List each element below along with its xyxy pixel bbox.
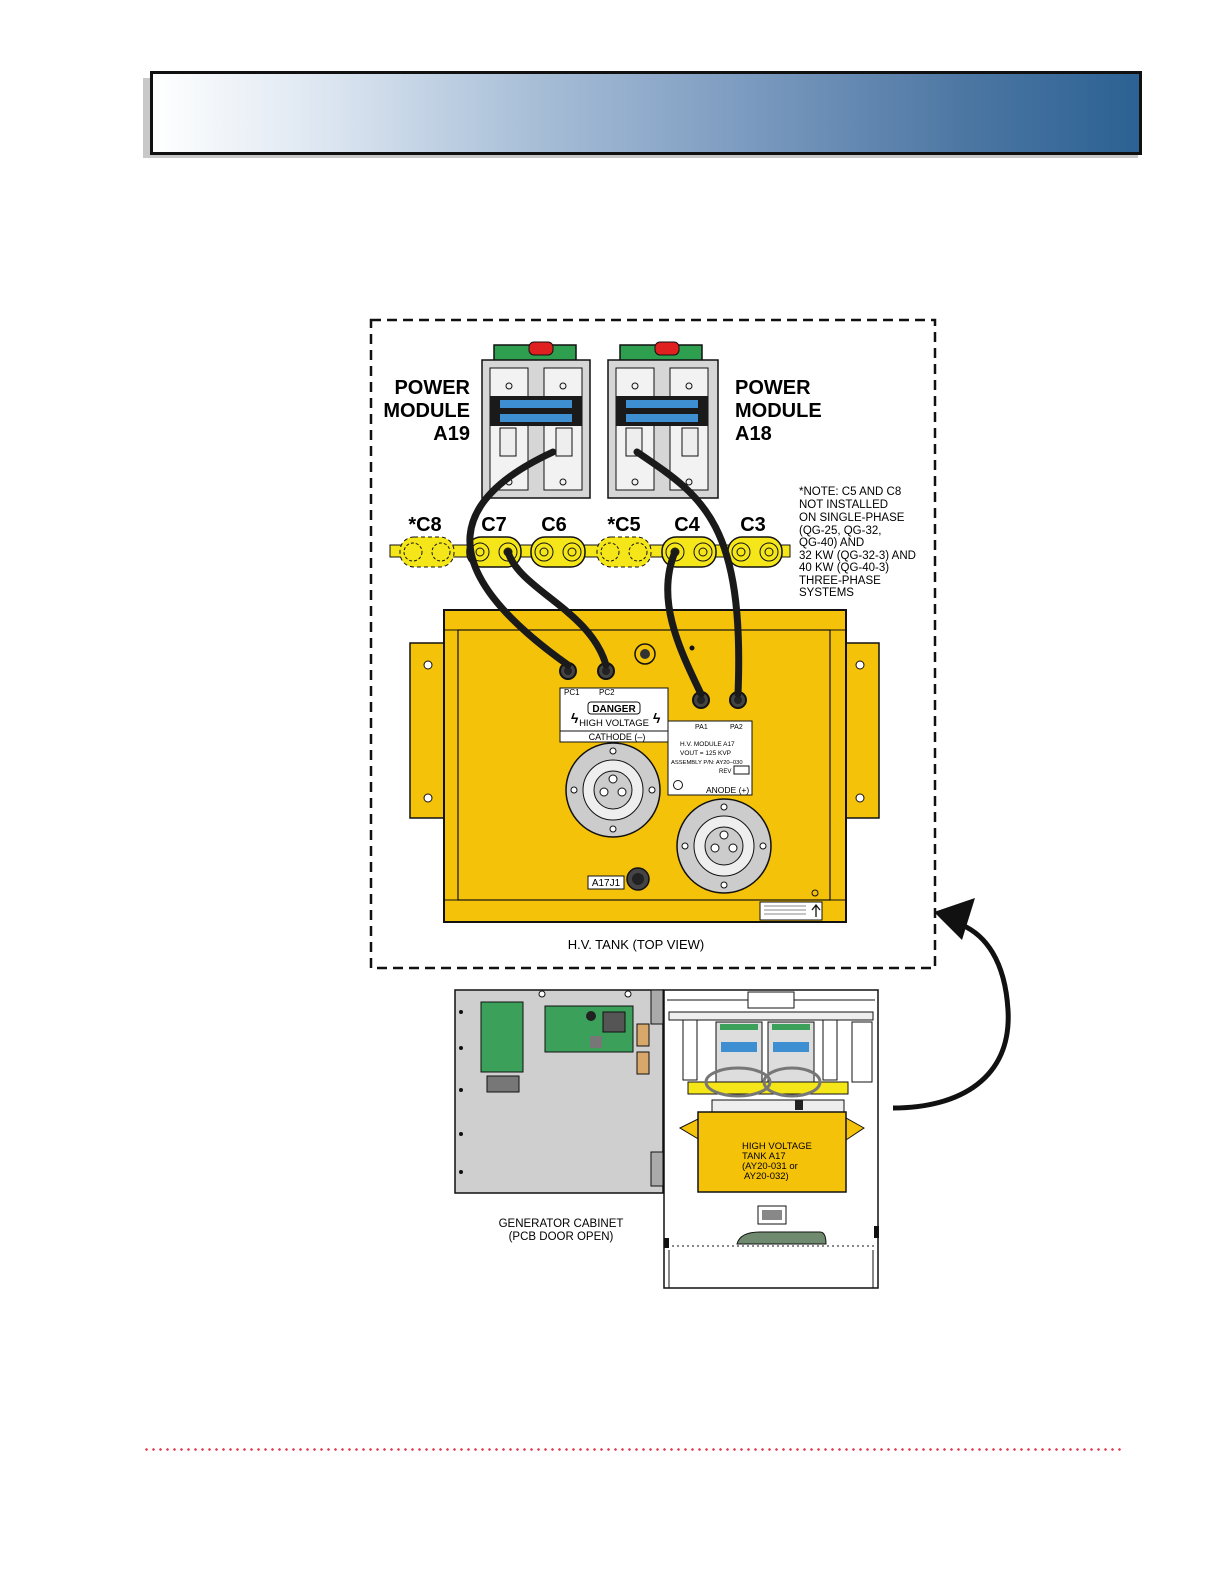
capacitor-label-c6: C6	[541, 514, 567, 536]
cable-a19-pc1	[466, 448, 572, 669]
module-info-line: ASSEMBLY P/N: AY20–030	[671, 760, 743, 766]
hv-tank-label-line: AY20-032)	[744, 1171, 789, 1182]
module-info-line: VOUT = 125 KVP	[680, 750, 731, 757]
note-line: ON SINGLE-PHASE	[799, 512, 905, 524]
note-line: *NOTE: C5 AND C8	[799, 486, 901, 498]
note-line: NOT INSTALLED	[799, 499, 888, 511]
note-line: 40 KW (QG-40-3)	[799, 562, 889, 574]
capacitor-c3	[727, 536, 783, 568]
note-line: THREE-PHASE	[799, 575, 881, 587]
a19-label-line1: POWER	[394, 377, 470, 399]
capacitor-label-c8: *C8	[408, 514, 441, 536]
cathode-label-plate: DANGER HIGH VOLTAGE ϟ ϟ CATHODE (–)	[559, 687, 669, 743]
generator-cabinet	[663, 989, 879, 1289]
pc2-label: PC2	[599, 688, 615, 697]
cabinet-caption-line2: (PCB DOOR OPEN)	[509, 1231, 614, 1243]
cable-c7-pc2	[504, 548, 610, 669]
note-line: 32 KW (QG-32-3) AND	[799, 550, 916, 562]
a19-label-line2: MODULE	[383, 400, 470, 422]
note-line: QG-40) AND	[799, 537, 864, 549]
hv-tank-label-line: HIGH VOLTAGE	[742, 1141, 812, 1152]
hv-cables	[466, 448, 743, 698]
callout-arrow	[892, 922, 1011, 1111]
cathode-receptacle	[565, 742, 661, 838]
capacitor-label-c4: C4	[674, 514, 700, 536]
footer-dotted-rule	[143, 1448, 1123, 1451]
tank-caption: H.V. TANK (TOP VIEW)	[568, 937, 705, 952]
danger-text: DANGER	[592, 704, 636, 715]
a17j1-label: A17J1	[592, 878, 621, 889]
capacitor-c6	[530, 536, 586, 568]
capacitor-label-c3: C3	[740, 514, 766, 536]
pcb-door	[454, 989, 664, 1194]
module-info-line: REV	[719, 769, 731, 775]
capacitor-c8	[399, 536, 455, 568]
pa1-label: PA1	[695, 724, 708, 731]
a18-label-line1: POWER	[735, 377, 811, 399]
cable-c4-pa1	[664, 548, 705, 698]
anode-receptacle	[676, 798, 772, 894]
a18-label-line3: A18	[735, 423, 772, 445]
note-line: (QG-25, QG-32,	[799, 525, 881, 537]
ground-icon	[673, 780, 683, 790]
capacitor-label-c7: C7	[481, 514, 507, 536]
capacitor-note: *NOTE: C5 AND C8 NOT INSTALLED ON SINGLE…	[799, 486, 916, 599]
note-line: SYSTEMS	[799, 587, 854, 599]
power-module-a19	[481, 341, 591, 499]
lightning-icon: ϟ	[571, 710, 579, 726]
power-module-a18	[607, 341, 719, 499]
cathode-text: CATHODE (–)	[589, 732, 646, 742]
capacitor-label-c5: *C5	[607, 514, 640, 536]
header-banner	[150, 71, 1142, 155]
high-voltage-text: HIGH VOLTAGE	[579, 718, 649, 729]
lightning-icon: ϟ	[653, 710, 661, 726]
a18-label-line2: MODULE	[735, 400, 822, 422]
capacitor-c5	[596, 536, 652, 568]
detail-frame	[369, 318, 937, 970]
a17j1-connector: A17J1	[587, 867, 650, 891]
hv-tank-label-line: (AY20-031 or	[742, 1161, 798, 1172]
cabinet-caption-line1: GENERATOR CABINET	[499, 1218, 624, 1230]
hv-tank-label-line: TANK A17	[742, 1151, 786, 1162]
callout-arrowhead-icon	[934, 898, 975, 940]
a19-label-line3: A19	[433, 423, 470, 445]
up-arrow-icon	[811, 903, 821, 917]
pa2-label: PA2	[730, 724, 743, 731]
warning-label	[759, 901, 823, 921]
module-info-line: H.V. MODULE A17	[680, 741, 735, 748]
cable-a18-pa2	[633, 448, 743, 698]
anode-text: ANODE (+)	[706, 785, 749, 795]
pc1-label: PC1	[564, 688, 580, 697]
anode-label-plate: H.V. MODULE A17 VOUT = 125 KVP ASSEMBLY …	[667, 720, 753, 796]
